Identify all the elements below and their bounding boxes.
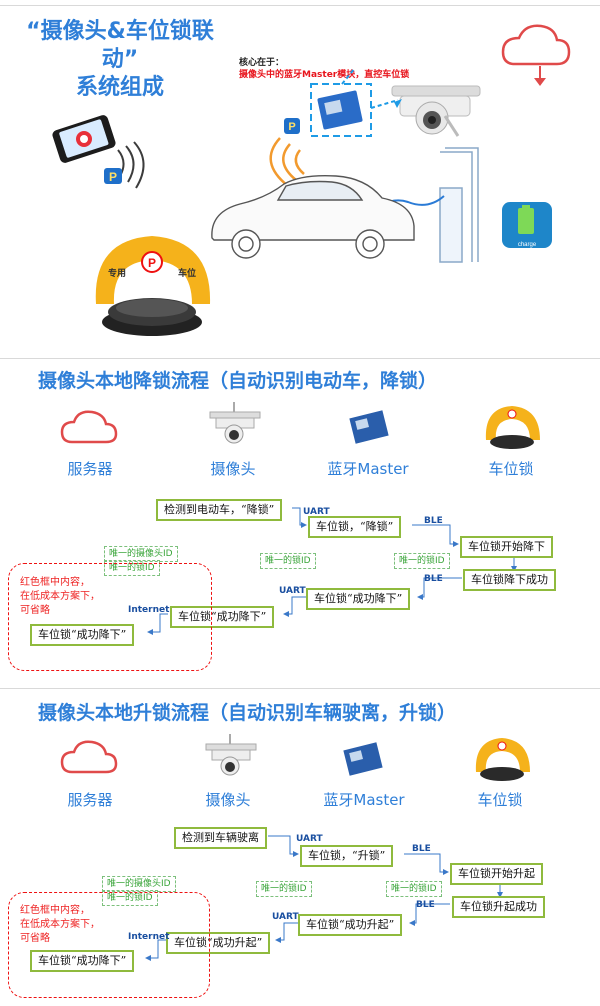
section1-divider [0, 358, 600, 359]
lower-step-master-report: 车位锁“成功降下” [306, 588, 411, 610]
server-cloud-icon [60, 410, 118, 444]
lower-step-lock-success: 车位锁降下成功 [463, 569, 556, 591]
lower-step-camera-report: 车位锁“成功降下” [170, 606, 275, 628]
lower-camera-id-tag: 唯一的摄像头ID [104, 546, 178, 562]
cloud-server-icon [501, 24, 571, 86]
lower-lock-id-tag-master: 唯一的锁ID [394, 553, 450, 569]
section2-title: 摄像头本地升锁流程（自动识别车辆驶离，升锁） [38, 702, 457, 724]
camera-device-icon [209, 402, 261, 444]
lower-step-lock-start: 车位锁开始降下 [460, 536, 553, 558]
category-camera-2: 摄像头 [205, 791, 251, 809]
category-server: 服务器 [67, 460, 113, 478]
lower-ble-label-1: BLE [424, 516, 443, 526]
category-parking-lock: 车位锁 [488, 460, 534, 478]
parking-lock-icon: P 专用 车位 [95, 236, 211, 336]
section1-title: 摄像头本地降锁流程（自动识别电动车，降锁） [38, 370, 438, 392]
section1-icons [60, 402, 540, 449]
lower-optional-region [8, 563, 212, 671]
bluetooth-highlight-box [310, 83, 372, 137]
raise-step-detect: 检测到车辆驶离 [174, 827, 267, 849]
raise-step-camera-command: 车位锁，“升锁” [300, 845, 394, 867]
lower-step-camera-command: 车位锁，“降锁” [308, 516, 402, 538]
bluetooth-board-icon-2 [343, 742, 383, 776]
lower-uart-label-1: UART [303, 507, 330, 517]
lower-lock-id-tag-camera: 唯一的锁ID [260, 553, 316, 569]
category-camera: 摄像头 [210, 460, 256, 478]
page-title: “摄像头&车位锁联动” 系统组成 [10, 18, 230, 102]
parking-p-icon: P [104, 168, 122, 184]
raise-step-camera-report: 车位锁“成功升起” [166, 932, 271, 954]
page-title-line2: 系统组成 [75, 75, 164, 100]
lower-optional-note: 红色框中内容， 在低成本方案下， 可省略 [20, 577, 100, 616]
raise-step-lock-success: 车位锁升起成功 [452, 896, 545, 918]
svg-text:专用: 专用 [108, 267, 126, 279]
section2-divider [0, 688, 600, 689]
lower-step-server-receive: 车位锁“成功降下” [30, 624, 135, 646]
electric-car-icon [211, 174, 415, 259]
raise-internet-label: Internet [128, 932, 170, 942]
bluetooth-board-icon [349, 410, 389, 444]
system-illustration: P P [52, 24, 571, 336]
core-label: 核心在于： [239, 58, 285, 68]
raise-optional-region [8, 892, 210, 998]
raise-lock-id-tag-server: 唯一的锁ID [102, 890, 158, 906]
category-bluetooth-master-2: 蓝牙Master [323, 791, 405, 809]
raise-uart-label-2: UART [272, 912, 299, 922]
category-parking-lock-2: 车位锁 [477, 791, 523, 809]
smartphone-icon [52, 115, 116, 163]
lower-ble-label-2: BLE [424, 574, 443, 584]
raise-lock-id-tag-master: 唯一的锁ID [386, 881, 442, 897]
raise-lock-id-tag-camera: 唯一的锁ID [256, 881, 312, 897]
parking-lock-small-icon [485, 406, 540, 449]
lower-lock-id-tag-server: 唯一的锁ID [104, 560, 160, 576]
camera-icon [391, 85, 481, 137]
raise-step-master-report: 车位锁“成功升起” [298, 914, 403, 936]
camera-signal-icon [269, 137, 305, 187]
charging-station-icon [439, 147, 479, 263]
svg-text:车位: 车位 [178, 267, 196, 279]
camera-device-icon-2 [205, 734, 257, 776]
server-cloud-icon-2 [60, 740, 118, 774]
lower-uart-label-2: UART [279, 586, 306, 596]
raise-step-lock-start: 车位锁开始升起 [450, 863, 543, 885]
battery-icon [502, 202, 552, 248]
raise-ble-label-2: BLE [416, 900, 435, 910]
category-server-2: 服务器 [67, 791, 113, 809]
parking-lock-small-icon-2 [475, 738, 530, 781]
charge-label: charge [518, 242, 537, 248]
raise-camera-id-tag: 唯一的摄像头ID [102, 876, 176, 892]
category-bluetooth-master: 蓝牙Master [327, 460, 409, 478]
page-title-line1: “摄像头&车位锁联动” [26, 19, 214, 72]
bluetooth-module-icon [317, 90, 363, 130]
section2-icons [60, 734, 530, 781]
svg-text:P: P [148, 256, 156, 270]
raise-uart-label-1: UART [296, 834, 323, 844]
top-divider [0, 5, 600, 6]
parking-p-icon-2: P [284, 118, 300, 134]
core-text: 摄像头中的蓝牙Master模块，直控车位锁 [239, 70, 410, 80]
svg-text:P: P [288, 121, 295, 133]
lower-internet-label: Internet [128, 605, 170, 615]
raise-ble-label-1: BLE [412, 844, 431, 854]
raise-step-server-receive: 车位锁“成功降下” [30, 950, 135, 972]
svg-text:P: P [109, 170, 117, 184]
lower-step-detect: 检测到电动车，“降锁” [156, 499, 283, 521]
raise-optional-note: 红色框中内容， 在低成本方案下， 可省略 [20, 905, 100, 944]
